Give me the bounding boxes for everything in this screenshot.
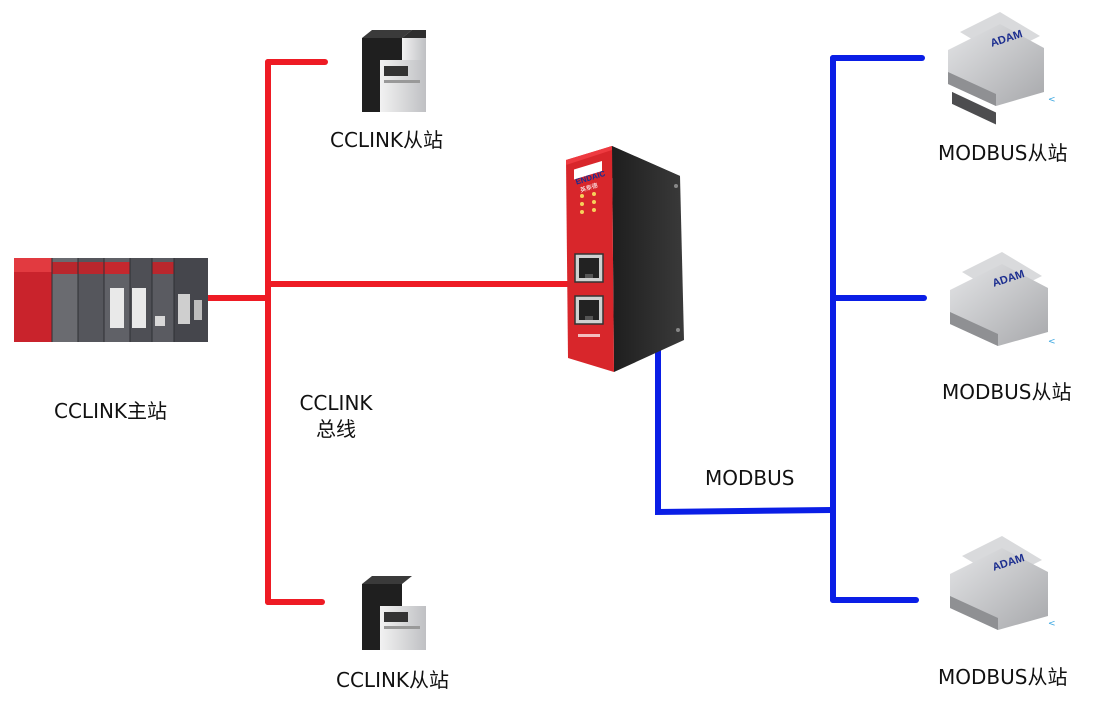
cclink-slave-device-top: [362, 30, 426, 112]
modbus-bus-lines: [655, 55, 927, 603]
modbus-slave-2-label: MODBUS从站: [942, 380, 1072, 404]
cclink-slave-bottom-label: CCLINK从站: [336, 668, 450, 692]
cclink-master-label: CCLINK主站: [54, 399, 168, 423]
cclink-bus-lines: [205, 59, 571, 605]
gateway-leds: [580, 192, 596, 214]
cclink-slave-device-bottom: [362, 576, 426, 650]
modbus-slave-1-label: MODBUS从站: [938, 141, 1068, 165]
gateway-side-face: [612, 146, 684, 372]
plc-master-device: [14, 258, 208, 342]
cclink-slave-top-label: CCLINK从站: [330, 128, 444, 152]
gateway-device: ENDAIC 英泰德: [566, 146, 684, 372]
modbus-bus-label: MODBUS: [705, 466, 795, 490]
modbus-slave-device-2: ADAM <: [950, 252, 1056, 347]
svg-text:<: <: [1048, 95, 1056, 105]
svg-text:<: <: [1048, 619, 1056, 629]
gateway-rj45-port-top: [574, 253, 604, 283]
modbus-slave-device-1: ADAM <: [948, 12, 1056, 125]
modbus-bus-gateway-link: [655, 347, 835, 516]
cclink-bus-label-line2: 总线: [316, 417, 356, 441]
cclink-bus-label-line1: CCLINK: [299, 391, 373, 415]
modbus-slave-device-3: ADAM <: [950, 536, 1056, 630]
cclink-bus-label: CCLINK 总线: [292, 390, 380, 442]
svg-text:<: <: [1048, 337, 1056, 347]
modbus-slave-3-label: MODBUS从站: [938, 665, 1068, 689]
gateway-rj45-port-bottom: [574, 295, 604, 325]
